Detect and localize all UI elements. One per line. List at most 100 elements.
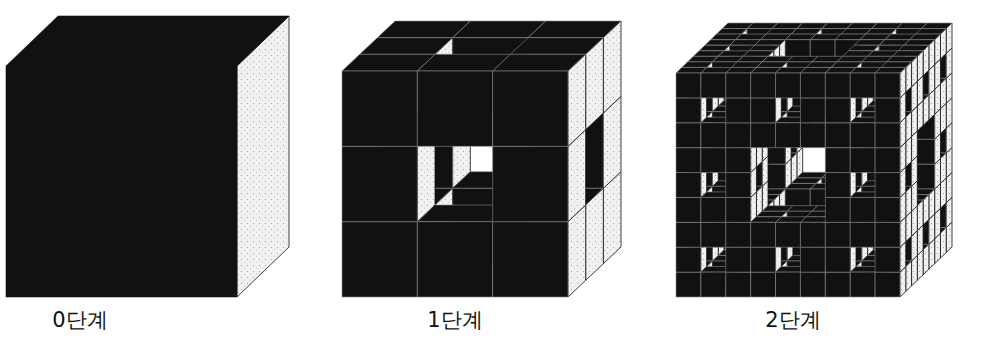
cube-face: [493, 222, 568, 297]
cube-face: [800, 98, 825, 123]
cube-face: [825, 222, 850, 247]
cube-face: [751, 98, 776, 123]
cube-face: [850, 73, 875, 98]
cube-face: [701, 148, 726, 173]
cube-face: [875, 123, 900, 148]
cube-face: [848, 45, 879, 51]
cube-face: [800, 272, 825, 297]
cube-face: [701, 123, 726, 148]
cube-face: [892, 51, 923, 57]
cube-face: [510, 38, 603, 55]
cube-face: [726, 98, 751, 123]
cube-face: [776, 272, 801, 297]
cube-face: [776, 222, 801, 247]
cube-face: [800, 247, 825, 272]
cube-face: [776, 123, 801, 148]
cube-face: [676, 247, 701, 272]
cube-face: [743, 51, 774, 57]
cube-face: [916, 29, 947, 35]
cube-face: [875, 73, 900, 98]
cube-face: [831, 62, 862, 68]
cube-face: [898, 45, 929, 51]
cube-face: [825, 197, 850, 222]
cube-face: [751, 222, 776, 247]
cube-face: [726, 173, 751, 198]
cube-face: [726, 197, 751, 222]
cube-face: [875, 197, 900, 222]
cube-face: [701, 197, 726, 222]
cube-face: [342, 222, 417, 297]
cube-face: [676, 73, 701, 98]
cube-face: [6, 66, 237, 297]
cube-face: [825, 148, 850, 173]
cube-face: [716, 29, 747, 35]
stage-label: 2단계: [765, 308, 820, 333]
cube-face: [493, 54, 586, 71]
cube-face: [875, 148, 900, 173]
cube-face: [776, 73, 801, 98]
cube-face: [825, 272, 850, 297]
cube-face: [676, 197, 701, 222]
cube-face: [676, 123, 701, 148]
cube-face: [676, 222, 701, 247]
cube-face: [701, 222, 726, 247]
cube-face: [701, 73, 726, 98]
cube-face: [875, 222, 900, 247]
cube-face: [791, 29, 822, 35]
cube-face: [825, 98, 850, 123]
cube-face: [751, 247, 776, 272]
cube-face: [726, 148, 751, 173]
cube-face: [528, 21, 621, 38]
cube-face: [726, 272, 751, 297]
stage-label: 0단계: [52, 308, 107, 333]
cube-face: [701, 272, 726, 297]
cube-face: [676, 98, 701, 123]
cube-face: [875, 173, 900, 198]
cube-face: [360, 38, 453, 55]
cube-face: [866, 29, 897, 35]
cube-face: [825, 73, 850, 98]
cube-face: [751, 123, 776, 148]
cube-face: [417, 71, 492, 146]
cube-face: [904, 40, 935, 46]
stage-label: 1단계: [427, 308, 482, 333]
cube-face: [6, 16, 289, 66]
cube-face: [875, 67, 906, 73]
cube-face: [850, 272, 875, 297]
cube-face: [751, 73, 776, 98]
cube-face: [676, 173, 701, 198]
cube-face: [875, 272, 900, 297]
cube-face: [850, 197, 875, 222]
cube-face: [676, 272, 701, 297]
cube-face: [493, 71, 568, 146]
cube-face: [850, 123, 875, 148]
cube-face: [699, 45, 730, 51]
cube-face: [800, 73, 825, 98]
cube-face: [825, 173, 850, 198]
cube-face: [726, 247, 751, 272]
cube-face: [910, 34, 941, 40]
cube-face: [756, 62, 787, 68]
cube-face: [755, 40, 786, 46]
cube-face: [682, 62, 713, 68]
cube-face: [726, 73, 751, 98]
cube-face: [417, 222, 492, 297]
cube-face: [887, 56, 918, 62]
cube-face: [342, 146, 417, 221]
cube-face: [751, 272, 776, 297]
cube-face: [800, 222, 825, 247]
cube-face: [342, 71, 417, 146]
cube-face: [825, 247, 850, 272]
cube-face: [726, 123, 751, 148]
cube-face: [921, 23, 952, 29]
cube-face: [676, 148, 701, 173]
cube-face: [850, 222, 875, 247]
cube-face: [749, 45, 780, 51]
cube-face: [493, 146, 568, 221]
cube-face: [875, 247, 900, 272]
cube-face: [850, 148, 875, 173]
cube-face: [881, 62, 912, 68]
cube-face: [875, 98, 900, 123]
cube-face: [825, 123, 850, 148]
cube-face: [800, 123, 825, 148]
